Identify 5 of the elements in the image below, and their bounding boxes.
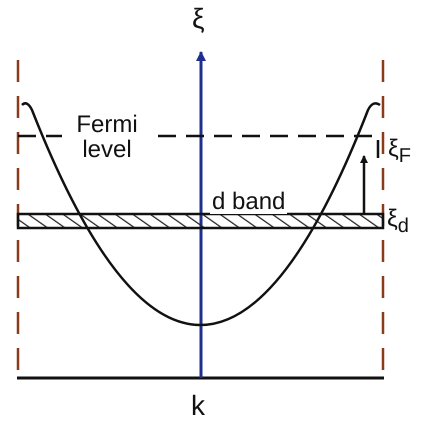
level-symbol: ξ$_{d}$: [387, 206, 409, 237]
axis-label: k: [191, 391, 205, 420]
level-symbol: ξ$_{F}$: [388, 136, 411, 167]
axis-label: ξ: [192, 4, 205, 34]
band-label: d band: [210, 189, 288, 214]
